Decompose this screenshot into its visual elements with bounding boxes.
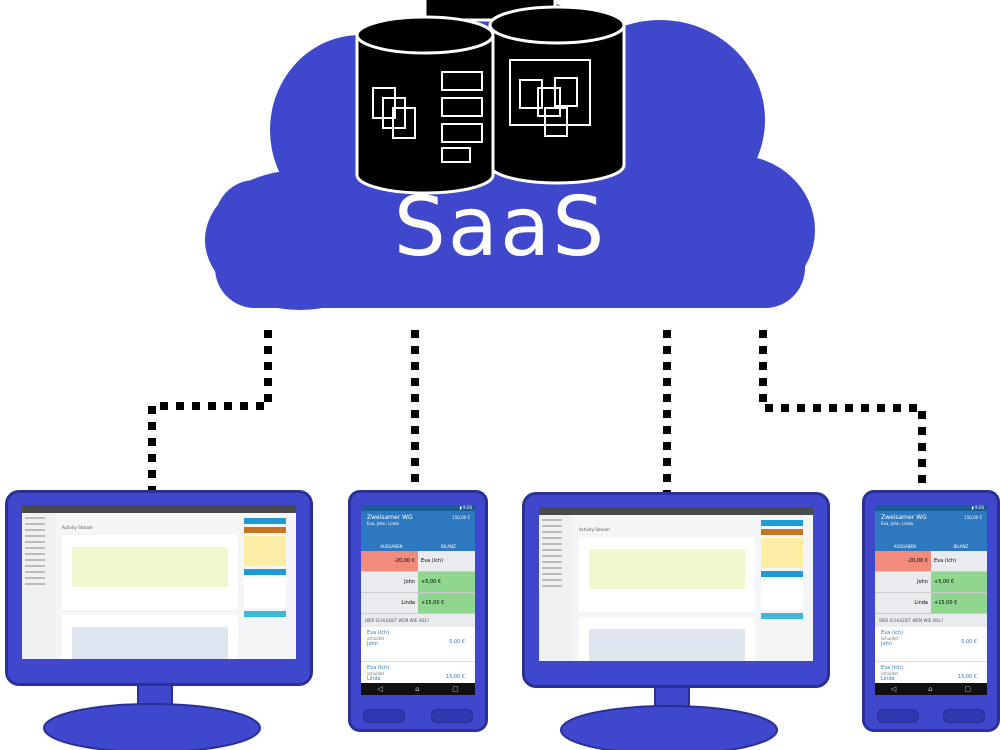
- group-total: 150,00 €: [964, 515, 982, 520]
- recent-apps-icon[interactable]: ▢: [452, 685, 459, 693]
- balance-amount: +5,00 €: [418, 572, 475, 592]
- group-title: Zweisamer WG: [367, 514, 413, 521]
- tab-expenses[interactable]: AUSGABEN: [893, 544, 917, 549]
- database-icons: [355, 0, 626, 195]
- desktop-monitor: Activity Stream: [522, 492, 830, 688]
- tab-expenses[interactable]: AUSGABEN: [380, 544, 403, 549]
- balance-name: John: [404, 579, 415, 585]
- balance-amount: -20,00 €: [361, 551, 418, 571]
- saas-label: SaaS: [393, 180, 607, 275]
- balance-amount: +15,00 €: [418, 593, 475, 613]
- tab-balance[interactable]: BILANZ: [441, 544, 456, 549]
- section-title: WER SCHULDET WEM WIE VIEL?: [365, 618, 430, 623]
- section-title: Activity Stream: [62, 525, 93, 530]
- group-total: 150,00 €: [452, 515, 470, 520]
- balance-name: Linda: [401, 600, 415, 606]
- balance-amount: -20,00 €: [875, 551, 931, 571]
- balance-name: John: [917, 579, 928, 585]
- group-title: Zweisamer WG: [881, 514, 927, 521]
- tab-balance[interactable]: BILANZ: [953, 544, 969, 549]
- monitor-screen: Activity Stream: [539, 507, 813, 661]
- balance-amount: +15,00 €: [931, 593, 987, 613]
- connection-lines: [148, 330, 926, 492]
- recent-apps-icon[interactable]: ▢: [964, 685, 972, 693]
- balance-name: Eva (Ich): [934, 558, 957, 564]
- group-members: Eva, John, Linda: [367, 521, 399, 526]
- balance-amount: +5,00 €: [931, 572, 987, 592]
- monitor-screen: Activity Stream: [22, 505, 296, 659]
- back-icon[interactable]: ◁: [377, 685, 383, 693]
- section-title: WER SCHULDET WEM WIE VIEL?: [879, 618, 944, 623]
- back-icon[interactable]: ◁: [890, 685, 897, 693]
- home-icon[interactable]: ⌂: [928, 685, 933, 693]
- home-icon[interactable]: ⌂: [415, 685, 420, 693]
- group-members: Eva, John, Linda: [881, 521, 913, 526]
- balance-name: Eva (Ich): [421, 558, 444, 564]
- section-title: Activity Stream: [579, 527, 610, 532]
- desktop-monitor: Activity Stream: [5, 490, 313, 686]
- balance-name: Linda: [914, 600, 928, 606]
